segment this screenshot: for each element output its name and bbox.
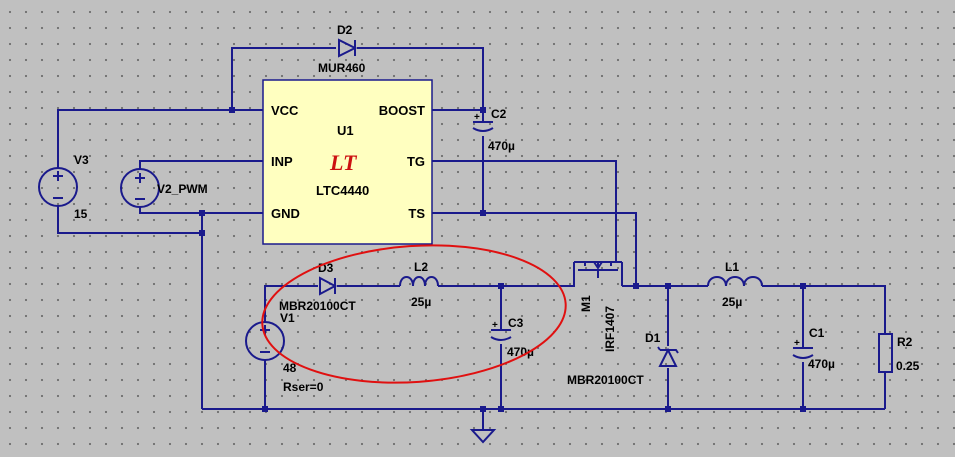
junction-dot bbox=[800, 283, 806, 289]
wire-ts bbox=[432, 212, 637, 286]
c3-value-label: 470µ bbox=[507, 345, 534, 359]
inductor-symbol[interactable] bbox=[707, 276, 763, 287]
voltage-source-v1[interactable]: V1 48 Rser=0 bbox=[245, 311, 324, 394]
junction-dot bbox=[498, 406, 504, 412]
pin-boost-label: BOOST bbox=[379, 103, 425, 118]
v1-rser-label: Rser=0 bbox=[283, 380, 324, 394]
l1-ref-label: L1 bbox=[725, 260, 739, 274]
lt-logo: LT bbox=[329, 150, 358, 175]
highlight-ellipse bbox=[261, 244, 567, 384]
l1-value-label: 25µ bbox=[722, 295, 742, 309]
wire-v2-top bbox=[139, 160, 263, 170]
plus-icon bbox=[53, 171, 63, 181]
pin-gnd-label: GND bbox=[271, 206, 300, 221]
c3-ref-label: C3 bbox=[508, 316, 524, 330]
capacitor-c1[interactable]: + C1 470µ bbox=[792, 326, 835, 371]
resistor-symbol[interactable] bbox=[878, 333, 893, 373]
inductor-symbol[interactable] bbox=[399, 276, 439, 287]
capacitor-c2[interactable]: + C2 470µ bbox=[472, 107, 515, 153]
junction-dot bbox=[665, 283, 671, 289]
mosfet-symbol[interactable] bbox=[574, 261, 623, 286]
capacitor-symbol[interactable] bbox=[792, 347, 814, 359]
c1-plus: + bbox=[794, 338, 800, 349]
ic-u1[interactable]: VCC BOOST INP TG GND TS U1 LT LTC4440 bbox=[262, 79, 433, 245]
v3-ref-label: V3 bbox=[74, 153, 89, 167]
wire-d2-loop bbox=[231, 47, 484, 110]
c3-plus: + bbox=[492, 320, 498, 331]
l2-ref-label: L2 bbox=[414, 260, 428, 274]
v2-ref-label: V2_PWM bbox=[157, 182, 208, 196]
junction-dot bbox=[480, 210, 486, 216]
junction-dot bbox=[665, 406, 671, 412]
capacitor-symbol[interactable] bbox=[472, 121, 494, 132]
voltage-source-v3[interactable]: V3 15 bbox=[38, 153, 89, 221]
diode-symbol[interactable] bbox=[657, 346, 679, 367]
m1-part-label: IRF1407 bbox=[603, 306, 617, 352]
d3-part-label: MBR20100CT bbox=[279, 299, 356, 313]
source-symbol[interactable] bbox=[38, 167, 78, 207]
inductor-l2[interactable]: L2 25µ bbox=[399, 260, 439, 309]
m1-ref-label: M1 bbox=[579, 295, 593, 312]
c1-value-label: 470µ bbox=[808, 357, 835, 371]
v1-value-label: 48 bbox=[283, 361, 297, 375]
v1-ref-label: V1 bbox=[280, 311, 295, 325]
ic-body[interactable] bbox=[262, 79, 433, 245]
c2-plus: + bbox=[474, 112, 480, 123]
wires bbox=[57, 47, 886, 430]
wire-tg bbox=[432, 160, 617, 262]
d1-part-label: MBR20100CT bbox=[567, 373, 644, 387]
c2-ref-label: C2 bbox=[491, 107, 507, 121]
capacitor-symbol[interactable] bbox=[490, 329, 512, 341]
c2-value-label: 470µ bbox=[488, 139, 515, 153]
source-symbol[interactable] bbox=[245, 321, 285, 361]
pin-vcc-label: VCC bbox=[271, 103, 299, 118]
plus-icon bbox=[135, 173, 145, 183]
l2-value-label: 25µ bbox=[411, 295, 431, 309]
junction-dot bbox=[199, 210, 205, 216]
junction-dot bbox=[229, 107, 235, 113]
pin-inp-label: INP bbox=[271, 154, 293, 169]
resistor-r2[interactable]: R2 0.25 bbox=[878, 333, 920, 373]
junction-dot bbox=[480, 107, 486, 113]
wire-v2-bottom bbox=[139, 207, 263, 214]
diode-symbol[interactable] bbox=[319, 276, 338, 296]
junction-dot bbox=[480, 406, 486, 412]
diode-symbol[interactable] bbox=[338, 38, 358, 58]
wire-v3-top bbox=[57, 109, 232, 168]
ground-icon[interactable] bbox=[469, 429, 497, 444]
junction-dot bbox=[800, 406, 806, 412]
d2-ref-label: D2 bbox=[337, 23, 353, 37]
junction-dot bbox=[498, 283, 504, 289]
diode-d3[interactable]: D3 MBR20100CT bbox=[279, 261, 356, 313]
pin-tg-label: TG bbox=[407, 154, 425, 169]
v3-value-label: 15 bbox=[74, 207, 88, 221]
d1-ref-label: D1 bbox=[645, 331, 661, 345]
d2-part-label: MUR460 bbox=[318, 61, 366, 75]
capacitor-c3[interactable]: + C3 470µ bbox=[490, 316, 534, 359]
ic-part-label: LTC4440 bbox=[316, 183, 369, 198]
r2-value-label: 0.25 bbox=[896, 359, 920, 373]
wire-v3-bottom bbox=[57, 206, 202, 234]
junction-dot bbox=[633, 283, 639, 289]
pin-ts-label: TS bbox=[408, 206, 425, 221]
junction-dot bbox=[262, 406, 268, 412]
c1-ref-label: C1 bbox=[809, 326, 825, 340]
mosfet-arrow-icon bbox=[593, 261, 603, 270]
wire-l2-m1 bbox=[438, 262, 575, 287]
source-symbol[interactable] bbox=[120, 168, 160, 208]
r2-ref-label: R2 bbox=[897, 335, 913, 349]
voltage-source-v2[interactable]: V2_PWM bbox=[120, 168, 208, 208]
mosfet-m1[interactable]: M1 IRF1407 bbox=[574, 261, 623, 352]
junction-dot bbox=[199, 230, 205, 236]
diode-d1[interactable]: D1 MBR20100CT bbox=[567, 331, 679, 387]
junctions bbox=[199, 107, 806, 412]
ic-ref-label: U1 bbox=[337, 123, 354, 138]
diode-d2[interactable]: D2 MUR460 bbox=[318, 23, 366, 75]
inductor-l1[interactable]: L1 25µ bbox=[707, 260, 763, 309]
